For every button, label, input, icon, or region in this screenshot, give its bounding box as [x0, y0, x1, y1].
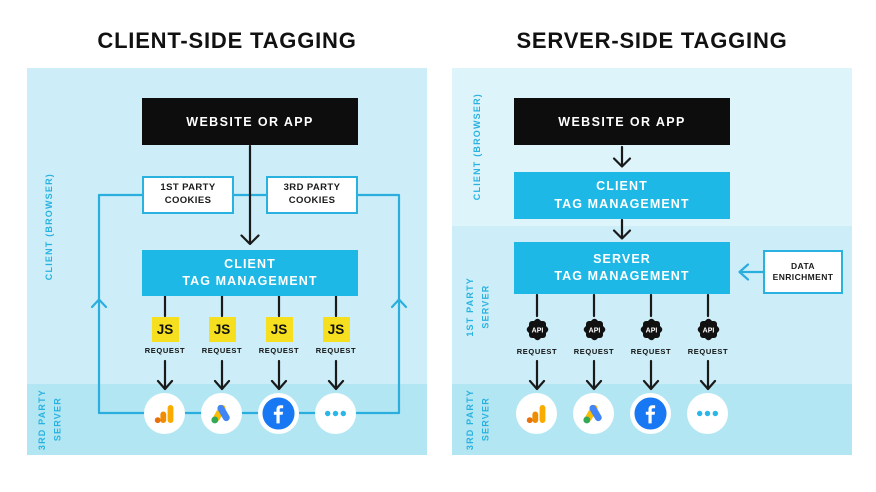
- request-label: REQUEST: [258, 346, 300, 355]
- request-label: REQUEST: [516, 347, 558, 356]
- request-label: REQUEST: [573, 347, 615, 356]
- facebook-icon: [262, 397, 295, 430]
- destination-circle: [630, 393, 671, 434]
- api-icon: API: [583, 318, 605, 341]
- destination-circle: [144, 393, 185, 434]
- destination-circle: [258, 393, 299, 434]
- js-icon: JS: [208, 317, 236, 342]
- right-third-party-server-label: 3RD PARTY SERVER: [464, 388, 490, 451]
- request-label: REQUEST: [315, 346, 357, 355]
- js-icon: JS: [322, 317, 350, 342]
- destination-circle: [315, 393, 356, 434]
- right-website-or-app-box: WEBSITE OR APP: [514, 98, 730, 145]
- js-request-column: JS REQUEST: [141, 317, 189, 355]
- js-request-column: JS REQUEST: [198, 317, 246, 355]
- right-client-tag-management-box: CLIENT TAG MANAGEMENT: [514, 172, 730, 219]
- js-icon: JS: [151, 317, 179, 342]
- facebook-icon: [634, 397, 667, 430]
- js-icon: JS: [265, 317, 293, 342]
- right-client-browser-label: CLIENT (BROWSER): [472, 93, 483, 201]
- destination-circle: [573, 393, 614, 434]
- request-label: REQUEST: [201, 346, 243, 355]
- destination-circle: [201, 393, 242, 434]
- right-first-party-server-label: 1ST PARTY SERVER: [464, 277, 490, 337]
- js-request-column: JS REQUEST: [255, 317, 303, 355]
- destination-circle: [516, 393, 557, 434]
- svg-text:API: API: [588, 327, 600, 334]
- api-icon: API: [640, 318, 662, 341]
- third-party-cookies-box: 3RD PARTY COOKIES: [266, 176, 358, 214]
- server-tag-management-box: SERVER TAG MANAGEMENT: [514, 242, 730, 294]
- svg-text:API: API: [531, 327, 543, 334]
- left-third-party-server-label: 3RD PARTY SERVER: [36, 388, 62, 451]
- google-ads-icon: [583, 404, 602, 424]
- api-icon: API: [526, 318, 548, 341]
- destination-circle: [687, 393, 728, 434]
- client-side-title: CLIENT-SIDE TAGGING: [97, 28, 357, 53]
- request-label: REQUEST: [144, 346, 186, 355]
- svg-text:API: API: [645, 327, 657, 334]
- left-client-browser-label: CLIENT (BROWSER): [44, 173, 55, 281]
- js-request-column: JS REQUEST: [312, 317, 360, 355]
- svg-text:API: API: [702, 327, 714, 334]
- request-label: REQUEST: [687, 347, 729, 356]
- google-ads-icon: [211, 404, 230, 424]
- first-party-cookies-box: 1ST PARTY COOKIES: [142, 176, 234, 214]
- api-request-column: API REQUEST: [570, 316, 618, 356]
- google-analytics-icon: [526, 404, 545, 423]
- left-website-or-app-box: WEBSITE OR APP: [142, 98, 358, 145]
- request-label: REQUEST: [630, 347, 672, 356]
- api-request-column: API REQUEST: [684, 316, 732, 356]
- left-client-tag-management-box: CLIENT TAG MANAGEMENT: [142, 250, 358, 296]
- server-side-title: SERVER-SIDE TAGGING: [516, 28, 788, 53]
- more-dots-icon: [696, 410, 719, 417]
- more-dots-icon: [324, 410, 347, 417]
- api-request-column: API REQUEST: [627, 316, 675, 356]
- api-icon: API: [697, 318, 719, 341]
- api-request-column: API REQUEST: [513, 316, 561, 356]
- google-analytics-icon: [154, 404, 173, 423]
- data-enrichment-box: DATA ENRICHMENT: [763, 250, 843, 294]
